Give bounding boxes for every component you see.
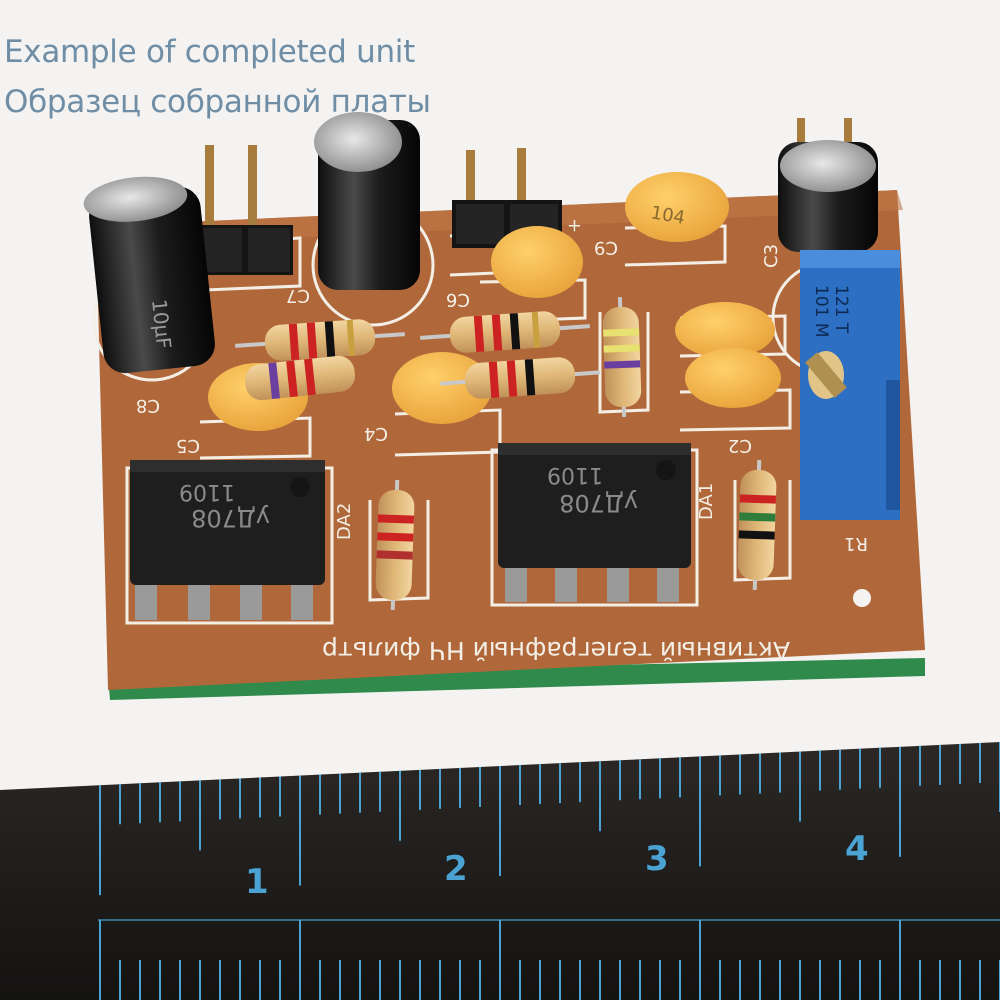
da1-marking: уД708 xyxy=(559,489,638,517)
label-c6: C6 xyxy=(446,289,470,310)
label-c8: C8 xyxy=(136,395,160,416)
electrolytic-capacitor-c8: 10µF xyxy=(83,176,215,374)
trimmer-marking-2: 101 M xyxy=(811,285,831,338)
label-c7: C7 xyxy=(286,285,310,306)
trimmer-r1: 121 T 101 M xyxy=(800,250,900,520)
mounting-hole xyxy=(853,589,871,607)
label-c9: C9 xyxy=(594,237,618,258)
ruler: 1 2 3 4 xyxy=(0,742,1000,1000)
board-title: Активный телеграфный НЧ фильтр xyxy=(322,636,790,665)
label-c4: C4 xyxy=(364,423,388,444)
electrolytic-capacitor-c7 xyxy=(314,112,420,290)
resistors xyxy=(235,296,777,611)
ruler-number-4: 4 xyxy=(845,829,869,869)
pin-header-left xyxy=(197,145,293,275)
caption-english: Example of completed unit xyxy=(4,34,415,70)
label-c2: C2 xyxy=(728,435,752,456)
label-r1: R1 xyxy=(844,533,868,554)
label-da2: DA2 xyxy=(334,503,355,540)
ruler-number-2: 2 xyxy=(444,849,468,889)
ruler-ticks xyxy=(99,742,1000,1000)
ic-da1: уД708 1109 xyxy=(498,443,691,602)
label-da1: DA1 xyxy=(696,483,717,520)
label-c3: C3 xyxy=(761,244,782,268)
da2-marking: уД708 xyxy=(191,504,270,532)
da2-date: 1109 xyxy=(179,479,235,504)
ruler-number-1: 1 xyxy=(245,862,269,902)
da1-date: 1109 xyxy=(547,462,603,487)
pin-header-right xyxy=(797,118,852,158)
ruler-number-3: 3 xyxy=(645,839,669,879)
ic-da2: уД708 1109 xyxy=(130,460,325,620)
label-power-plus: + xyxy=(567,215,582,236)
label-c5: C5 xyxy=(176,435,200,456)
trimmer-marking-1: 121 T xyxy=(831,285,851,334)
c8-marking: 10µF xyxy=(147,298,176,350)
electrolytic-capacitor-c3 xyxy=(778,140,878,252)
silkscreen-labels: C8 C7 C6 C9 C3 C5 C4 C2 R1 DA2 DA1 + Акт… xyxy=(136,215,868,665)
